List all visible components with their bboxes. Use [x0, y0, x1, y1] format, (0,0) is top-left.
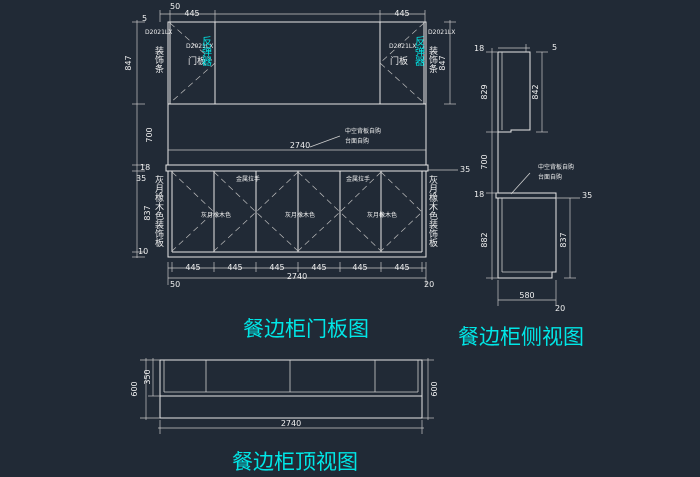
top-right-dim-600: 600: [430, 381, 439, 396]
front-left-dim-700: 700: [145, 127, 154, 142]
counter-note-2: 台面自购: [345, 137, 369, 145]
upper-right-door-code: D2021LX: [389, 43, 416, 50]
front-overall-width: 2740: [290, 141, 310, 150]
upper-right-strip-code: D2021LX: [428, 29, 455, 36]
side-view: 5 中空背板自购 台面自购 18 829 700 18 882 842 35 8…: [474, 43, 592, 313]
front-left-dim-18: 18: [140, 163, 150, 172]
front-top-dim-50: 50: [170, 2, 180, 11]
side-bottom-dim-20: 20: [555, 304, 565, 313]
front-bottom-dim-6: 445: [394, 263, 409, 272]
front-bottom-dim-4: 445: [311, 263, 326, 272]
front-bottom-dim-5: 445: [352, 263, 367, 272]
upper-right-door-label: 门板: [390, 55, 408, 67]
handle-label-2: 金属拉手: [346, 175, 370, 183]
front-top-dim-right: 445: [394, 9, 409, 18]
title-side-view: 餐边柜侧视图: [458, 325, 584, 349]
side-left-dim-700: 700: [480, 154, 489, 169]
side-left-dim-18b: 18: [474, 190, 484, 199]
door-label-2: 灰月橡木色: [285, 211, 315, 219]
door-label-1: 灰月橡木色: [201, 211, 231, 219]
side-note-1: 中空背板自购: [538, 163, 574, 171]
side-left-dim-18a: 18: [474, 44, 484, 53]
front-left-dim-847: 847: [124, 55, 133, 70]
top-view-lower-body: [159, 395, 423, 419]
side-left-dim-829: 829: [480, 84, 489, 99]
lower-cabinet: [167, 170, 427, 258]
side-right-dim-837: 837: [559, 232, 568, 247]
upper-right-strip-label: 装饰条: [427, 45, 438, 73]
front-left-dim-10: 10: [138, 247, 148, 256]
upper-left-door-label: 门板: [188, 55, 206, 67]
counter-note-1: 中空背板自购: [345, 127, 381, 135]
upper-left-door-code: D2021LX: [186, 43, 213, 50]
front-left-dim-5: 5: [142, 14, 147, 23]
side-note-2: 台面自购: [538, 173, 562, 181]
front-left-dim-35: 35: [136, 174, 146, 183]
title-top-view: 餐边柜顶视图: [232, 450, 358, 474]
top-view-upper-body: [159, 359, 423, 397]
lower-right-strip-label: 灰月橡木色装饰板: [427, 174, 438, 248]
top-bottom-dim-2740: 2740: [281, 419, 301, 428]
front-left-dim-837: 837: [143, 205, 152, 220]
door-label-3: 灰月橡木色: [367, 211, 397, 219]
title-front-view: 餐边柜门板图: [243, 317, 369, 341]
lower-left-strip-label: 灰月橡木色装饰板: [153, 174, 164, 248]
handle-label-1: 金属拉手: [236, 175, 260, 183]
front-right-dim-847: 847: [438, 55, 447, 70]
upper-left-strip-label: 装饰条: [153, 45, 164, 73]
front-bottom-dim-2: 445: [227, 263, 242, 272]
front-bottom-dim-3: 445: [269, 263, 284, 272]
countertop: [165, 164, 429, 172]
side-countertop: [495, 192, 557, 199]
side-right-dim-842: 842: [531, 84, 540, 99]
top-left-dim-600: 600: [130, 381, 139, 396]
front-top-dim-left: 445: [184, 9, 199, 18]
front-bottom-overall: 2740: [287, 272, 307, 281]
upper-left-cyan-label: 反弹器: [200, 36, 212, 67]
top-view: 600 350 600 2740: [130, 358, 439, 434]
front-view: 50 445 445 D2021LX 门板 反弹器 D2021LX 门板 反弹器…: [124, 2, 470, 289]
upper-cabinet: [167, 21, 427, 105]
front-right-dim-35: 35: [460, 165, 470, 174]
side-bottom-dim-580: 580: [519, 291, 534, 300]
front-bottom-left-dim: 50: [170, 280, 180, 289]
side-left-dim-882: 882: [480, 232, 489, 247]
front-bottom-right-dim: 20: [424, 280, 434, 289]
side-right-dim-35: 35: [582, 191, 592, 200]
upper-left-strip-code: D2021LX: [145, 29, 172, 36]
side-top-right-dim: 5: [552, 43, 557, 52]
upper-right-cyan-label: 反弹器: [413, 36, 425, 67]
front-bottom-dim-1: 445: [185, 263, 200, 272]
top-left-dim-350: 350: [143, 369, 152, 384]
